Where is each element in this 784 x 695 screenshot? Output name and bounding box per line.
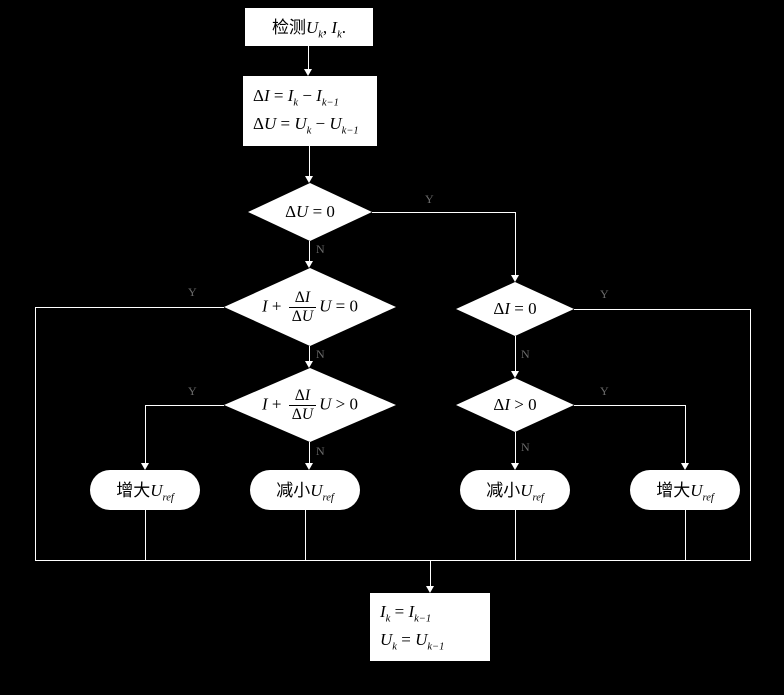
- connector-line: [145, 405, 224, 406]
- edge-label-cond-pos-yes: Y: [188, 384, 197, 398]
- formula-di-zero: ΔI = 0: [493, 299, 537, 318]
- connector-line: [309, 146, 310, 176]
- connector-line: [308, 46, 309, 69]
- edge-label-di-zero-no: N: [521, 347, 530, 361]
- process-box-update: Ik = Ik−1 Uk = Uk−1: [370, 593, 490, 661]
- arrowhead: [305, 463, 313, 470]
- arrowhead: [305, 176, 313, 183]
- arrowhead: [511, 275, 519, 282]
- decision-di-zero: ΔI = 0: [456, 282, 574, 336]
- arrowhead: [681, 463, 689, 470]
- arrowhead: [305, 261, 313, 268]
- connector-line: [574, 309, 750, 310]
- formula-detect: 检测Uk, Ik.: [271, 18, 347, 41]
- connector-line: [309, 442, 310, 463]
- formula-delta-u: ΔU = Uk − Uk−1: [253, 114, 359, 137]
- edge-label-cond-pos-no: N: [316, 444, 325, 458]
- process-box-calc: ΔI = Ik − Ik−1 ΔU = Uk − Uk−1: [243, 76, 377, 146]
- label-decrease-uref: 减小Uref: [276, 481, 334, 504]
- connector-line: [515, 336, 516, 371]
- connector-line: [35, 560, 751, 561]
- connector-line: [309, 241, 310, 261]
- edge-label-du-yes: Y: [425, 192, 434, 206]
- edge-label-di-zero-yes: Y: [600, 287, 609, 301]
- formula-di-positive: ΔI > 0: [493, 395, 537, 414]
- output-decrease-uref-right: 减小Uref: [460, 470, 570, 510]
- formula-delta-i: ΔI = Ik − Ik−1: [253, 85, 339, 108]
- connector-line: [35, 307, 224, 308]
- process-box-detect: 检测Uk, Ik.: [245, 8, 373, 46]
- label-decrease-uref: 减小Uref: [486, 481, 544, 504]
- output-increase-uref-right: 增大Uref: [630, 470, 740, 510]
- edge-label-cond-zero-yes: Y: [188, 285, 197, 299]
- connector-line: [685, 405, 686, 463]
- arrowhead: [305, 361, 313, 368]
- connector-line: [145, 405, 146, 463]
- edge-label-di-pos-no: N: [521, 440, 530, 454]
- connector-line: [515, 212, 516, 275]
- edge-label-di-pos-yes: Y: [600, 384, 609, 398]
- decision-di-positive: ΔI > 0: [456, 378, 574, 432]
- connector-line: [35, 307, 36, 560]
- formula-update-u: Uk = Uk−1: [380, 630, 445, 653]
- arrowhead: [426, 586, 434, 593]
- connector-line: [372, 212, 515, 213]
- label-increase-uref: 增大Uref: [656, 481, 714, 504]
- connector-line: [574, 405, 685, 406]
- connector-line: [305, 510, 306, 560]
- connector-line: [430, 560, 431, 586]
- connector-line: [309, 346, 310, 361]
- connector-line: [515, 432, 516, 463]
- decision-du-zero: ΔU = 0: [248, 183, 372, 241]
- output-decrease-uref-left: 减小Uref: [250, 470, 360, 510]
- edge-label-cond-zero-no: N: [316, 347, 325, 361]
- arrowhead: [304, 69, 312, 76]
- connector-line: [750, 309, 751, 560]
- formula-update-i: Ik = Ik−1: [380, 601, 432, 624]
- arrowhead: [511, 463, 519, 470]
- arrowhead: [511, 371, 519, 378]
- edge-label-du-no: N: [316, 242, 325, 256]
- arrowhead: [141, 463, 149, 470]
- connector-line: [685, 510, 686, 560]
- output-increase-uref-left: 增大Uref: [90, 470, 200, 510]
- connector-line: [515, 510, 516, 560]
- connector-line: [145, 510, 146, 560]
- label-increase-uref: 增大Uref: [116, 481, 174, 504]
- formula-du-zero: ΔU = 0: [285, 202, 335, 221]
